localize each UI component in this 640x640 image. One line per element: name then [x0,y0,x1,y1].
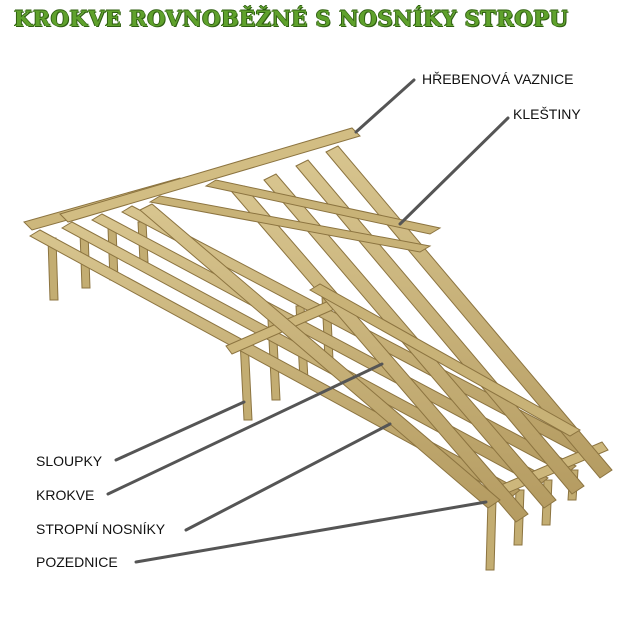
label-wall-plate: POZEDNICE [36,554,118,570]
leader-lines [106,78,510,564]
label-ridge-purlin: HŘEBENOVÁ VAZNICE [422,71,574,87]
leader-wall-plate [134,500,488,564]
collar-tie [204,179,442,235]
leader-rafters [106,362,384,496]
collar-ties [148,179,581,437]
rafters [139,145,613,523]
label-posts: SLOUPKY [36,453,103,469]
label-rafters: KROKVE [36,487,95,503]
leader-ceiling-joists [184,422,392,532]
leader-ridge-purlin [354,78,416,134]
post [485,499,497,571]
collar-tie [148,195,432,253]
rafter [139,203,501,509]
rafter [325,145,613,479]
label-ceiling-joists: STROPNÍ NOSNÍKY [36,521,166,537]
label-collar-ties: KLEŠTINY [513,106,581,122]
collar-tie [309,283,581,437]
ridge-purlin [59,127,361,223]
leader-posts [114,400,246,462]
diagram-title: KROKVE ROVNOBĚŽNÉ S NOSNÍKY STROPU [14,6,569,31]
leader-collar-ties [398,116,510,226]
